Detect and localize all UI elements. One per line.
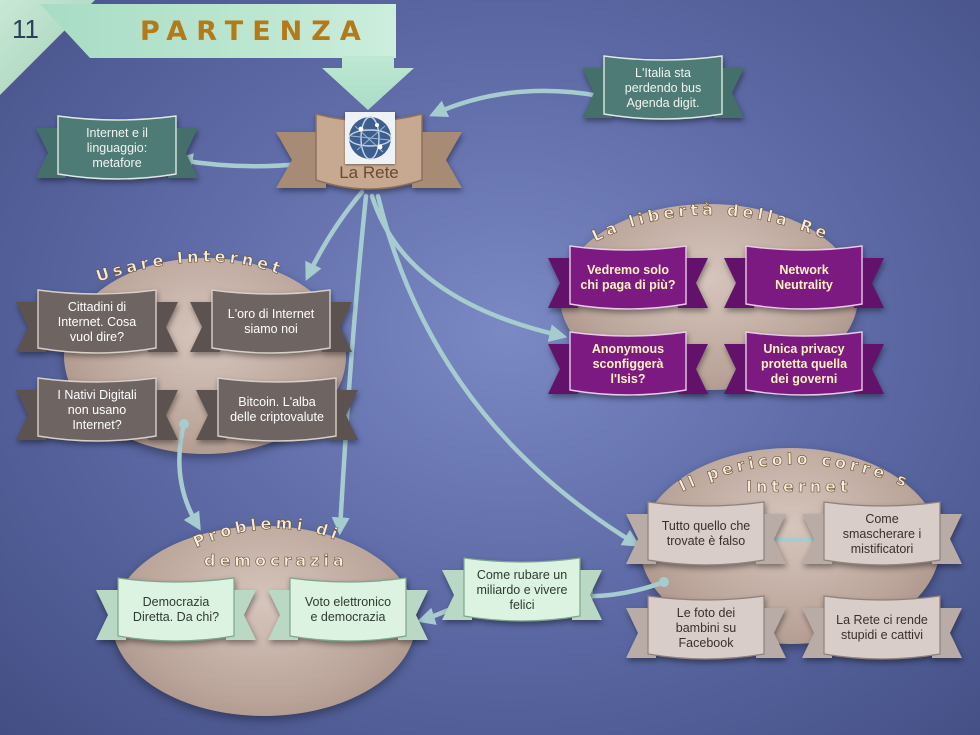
connector-dot-pericolo <box>659 577 669 587</box>
node-falso-label: Tutto quello che trovate è falso <box>661 519 751 548</box>
connector-hub-linguaggio <box>174 153 303 171</box>
down-arrow-icon <box>322 56 414 110</box>
node-voto-label: Voto elettronico e democrazia <box>304 595 392 624</box>
node-privacy-label: Unica privacy protetta quella dei govern… <box>760 341 848 386</box>
node-smascherare[interactable]: Come smascherare i mistificatori <box>802 500 962 574</box>
node-oro-internet[interactable]: L'oro di Internet siamo noi <box>190 288 352 362</box>
connector-hub-usare <box>305 189 365 281</box>
node-rubare-label: Come rubare un miliardo e vivere felici <box>476 567 568 612</box>
node-rubare-miliardo[interactable]: Come rubare un miliardo e vivere felici <box>442 556 602 630</box>
hub-node[interactable]: La Rete <box>276 106 462 210</box>
slide-number: 11 <box>12 14 39 44</box>
title-banner: PARTENZA <box>40 4 396 58</box>
node-smascherare-label: Come smascherare i mistificatori <box>842 511 922 556</box>
node-diretta-label: Democrazia Diretta. Da chi? <box>132 595 220 624</box>
group-title-democrazia-line2: democrazia <box>204 551 348 570</box>
node-voto-elettronico[interactable]: Voto elettronico e democrazia <box>268 576 428 650</box>
node-anonymous[interactable]: Anonymous sconfiggerà l'Isis? <box>548 330 708 404</box>
connector-bitcoin-democrazia <box>177 421 201 531</box>
node-rete-stupidi[interactable]: La Rete ci rende stupidi e cattivi <box>802 594 962 668</box>
node-bitcoin[interactable]: Bitcoin. L'alba delle criptovalute <box>196 376 358 450</box>
node-unica-privacy[interactable]: Unica privacy protetta quella dei govern… <box>724 330 884 404</box>
connector-italia-hub <box>429 88 603 118</box>
node-network-neutrality[interactable]: Network Neutrality <box>724 244 884 318</box>
node-bitcoin-label: Bitcoin. L'alba delle criptovalute <box>230 395 324 424</box>
node-stupidi-label: La Rete ci rende stupidi e cattivi <box>836 613 928 642</box>
group-title-democrazia-line1: Problemi di <box>190 513 344 551</box>
node-nativi-label: I Nativi Digitali non usano Internet? <box>57 387 137 432</box>
node-nativi-digitali[interactable]: I Nativi Digitali non usano Internet? <box>16 376 178 450</box>
node-neutrality-label: Network Neutrality <box>775 263 833 292</box>
node-vedremo-label: Vedremo solo chi paga di più? <box>580 263 676 292</box>
group-title-pericolo-line2: Internet <box>746 477 852 496</box>
slide-title: PARTENZA <box>140 16 370 47</box>
node-democrazia-diretta[interactable]: Democrazia Diretta. Da chi? <box>96 576 256 650</box>
connector-hub-pericolo <box>375 193 641 547</box>
connector-dot-bitcoin <box>179 419 189 429</box>
node-oro-label: L'oro di Internet siamo noi <box>227 307 315 336</box>
node-internet-linguaggio[interactable]: Internet e il linguaggio: metafore <box>36 114 198 188</box>
node-italia-agenda[interactable]: L'Italia sta perdendo bus Agenda digit. <box>582 54 744 128</box>
node-tutto-falso[interactable]: Tutto quello che trovate è falso <box>626 500 786 574</box>
node-linguaggio-label: Internet e il linguaggio: metafore <box>86 125 148 170</box>
globe-network-icon <box>345 112 395 164</box>
node-italia-label: L'Italia sta perdendo bus Agenda digit. <box>624 65 702 110</box>
node-foto-bambini[interactable]: Le foto dei bambini su Facebook <box>626 594 786 668</box>
node-foto-label: Le foto dei bambini su Facebook <box>675 605 737 650</box>
node-anonymous-label: Anonymous sconfiggerà l'Isis? <box>591 341 665 386</box>
node-vedremo-solo[interactable]: Vedremo solo chi paga di più? <box>548 244 708 318</box>
connector-hub-democrazia <box>331 193 369 536</box>
node-cittadini-label: Cittadini di Internet. Cosa vuol dire? <box>57 299 137 344</box>
hub-label: La Rete <box>339 162 399 182</box>
connector-hub-liberta <box>369 193 568 342</box>
node-cittadini-internet[interactable]: Cittadini di Internet. Cosa vuol dire? <box>16 288 178 362</box>
group-title-usare: Usare Internet <box>94 247 287 286</box>
